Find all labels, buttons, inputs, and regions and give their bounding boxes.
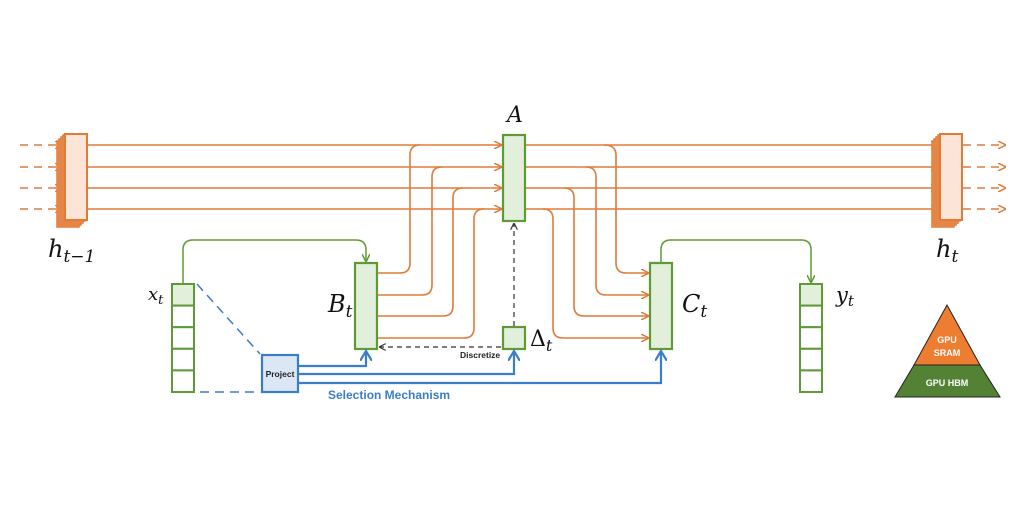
x-to-b-arrow xyxy=(182,239,366,284)
c-matrix-box xyxy=(648,261,674,351)
outgoing-state-arrows xyxy=(963,145,1005,209)
output-vector-y xyxy=(799,283,823,393)
c-label: Ct xyxy=(682,290,707,322)
b-label: Bt xyxy=(327,290,353,322)
project-label: Project xyxy=(266,369,295,379)
selection-arrows xyxy=(298,351,661,385)
h-next-label: ht xyxy=(936,235,958,267)
memory-hierarchy-pyramid: GPU SRAM GPU HBM xyxy=(894,303,1001,398)
delta-label: Δt xyxy=(530,327,553,355)
discretize-label: Discretize xyxy=(460,350,500,360)
input-vector-x xyxy=(171,283,195,393)
a-matrix-box xyxy=(501,133,527,223)
b-matrix-box xyxy=(353,261,379,351)
a-label: A xyxy=(505,103,523,128)
selection-mechanism-label: Selection Mechanism xyxy=(328,388,450,402)
sram-label-line2: SRAM xyxy=(934,348,961,358)
sram-label-line1: GPU xyxy=(937,335,957,345)
x-label: xt xyxy=(148,284,164,308)
projection-lines xyxy=(196,283,261,393)
incoming-state-arrows xyxy=(20,145,62,209)
hidden-state-prev xyxy=(56,133,88,228)
hbm-label: GPU HBM xyxy=(926,378,969,388)
state-lines xyxy=(87,145,938,338)
hidden-state-next xyxy=(931,133,963,228)
c-to-y-arrow xyxy=(660,239,811,282)
h-prev-label: ht−1 xyxy=(48,235,95,267)
project-box xyxy=(260,353,300,394)
y-label: yt xyxy=(835,283,855,310)
delta-box xyxy=(501,325,527,351)
